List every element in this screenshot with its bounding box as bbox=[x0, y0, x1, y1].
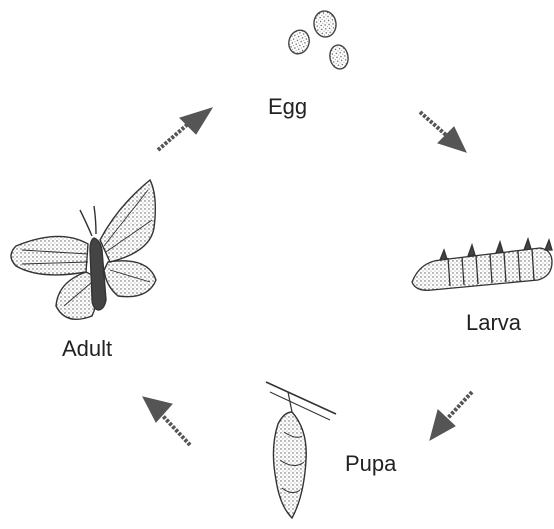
stage-label-larva: Larva bbox=[466, 312, 521, 334]
stage-label-egg: Egg bbox=[268, 96, 307, 118]
arrow-larva-to-pupa bbox=[430, 392, 472, 440]
arrow-pupa-to-adult bbox=[143, 397, 190, 445]
egg-illustration bbox=[286, 10, 350, 71]
arrow-adult-to-egg bbox=[158, 108, 212, 150]
stage-label-pupa: Pupa bbox=[345, 453, 396, 475]
egg-2 bbox=[286, 27, 312, 56]
pupa-illustration bbox=[266, 382, 336, 518]
larva-illustration bbox=[412, 239, 552, 290]
stage-label-adult: Adult bbox=[62, 338, 112, 360]
arrow-egg-to-larva bbox=[420, 112, 466, 152]
egg-1 bbox=[312, 10, 337, 39]
branch-line bbox=[266, 382, 336, 414]
adult-illustration bbox=[11, 180, 156, 319]
egg-3 bbox=[328, 44, 350, 71]
